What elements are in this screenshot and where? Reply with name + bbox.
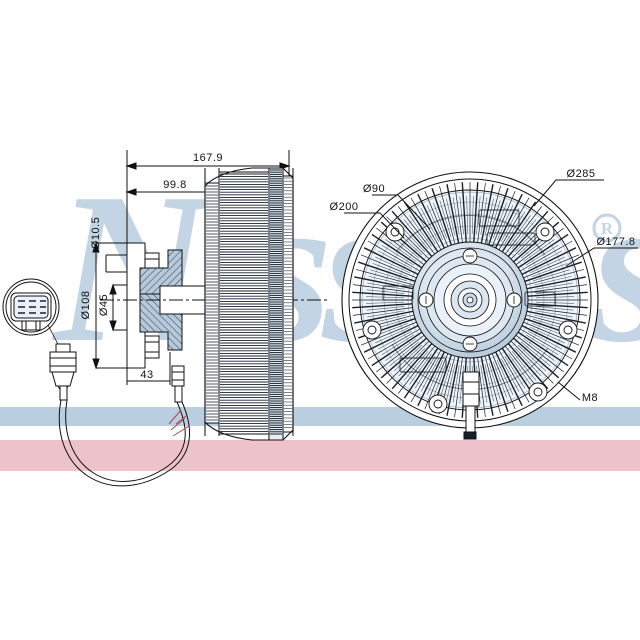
connector-assembly [2, 278, 190, 487]
right-view-leaders [344, 179, 638, 401]
fan-fin-strokes [204, 167, 294, 441]
label-90: Ø90 [363, 183, 385, 195]
leader-M8 [557, 381, 581, 401]
label-45: Ø45 [98, 294, 110, 316]
leader-90 [372, 194, 431, 230]
internal-vanes [382, 209, 556, 373]
label-10-5: Ø10.5 [90, 217, 102, 249]
harness-cable [58, 399, 190, 487]
clutch-hub-front [411, 241, 529, 359]
label-200: Ø200 [330, 201, 359, 213]
connector-body [49, 343, 77, 401]
label-43: 43 [140, 369, 153, 381]
dimension-labels: 167.9 99.8 Ø10.5 Ø108 Ø45 43 Ø200 Ø90 Ø2… [80, 152, 635, 404]
label-M8: M8 [582, 392, 598, 404]
fan-clutch-front-view [341, 171, 599, 440]
outer-mounting-bosses [362, 222, 578, 414]
connector-face-detail [2, 278, 60, 336]
leader-200 [344, 212, 405, 239]
dimension-43 [126, 352, 171, 385]
label-167-9: 167.9 [193, 152, 223, 164]
label-177-8: Ø177.8 [596, 236, 635, 248]
registered-mark-icon: R [592, 213, 622, 243]
cable-terminal [171, 365, 185, 403]
leader-177-8 [565, 247, 638, 267]
thermostat-pin [462, 371, 480, 440]
label-99-8: 99.8 [163, 179, 186, 191]
leader-285 [533, 179, 604, 207]
pink-band [0, 440, 640, 471]
label-108: Ø108 [80, 291, 92, 320]
label-285: Ø285 [567, 168, 596, 180]
svg-text:R: R [601, 219, 614, 238]
